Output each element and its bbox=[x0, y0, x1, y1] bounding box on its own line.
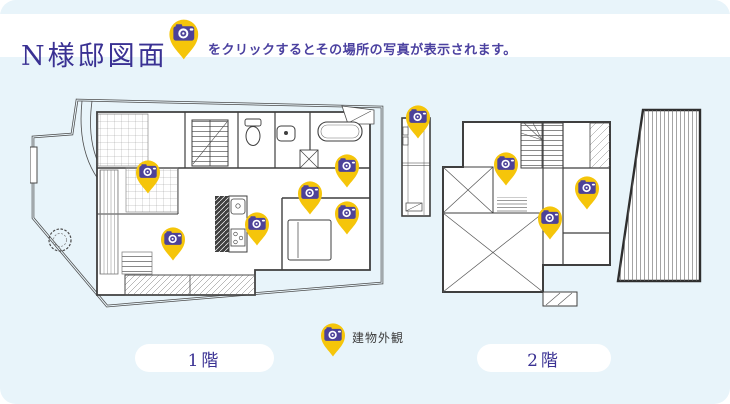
header-band bbox=[0, 14, 730, 57]
camera-pin-1f-1[interactable] bbox=[134, 159, 162, 195]
camera-pin-2f-3[interactable] bbox=[573, 175, 601, 211]
camera-pin-2f-2[interactable] bbox=[492, 151, 520, 187]
camera-pin-exterior[interactable] bbox=[319, 322, 347, 358]
camera-pin-1f-3[interactable] bbox=[243, 211, 271, 247]
floor-label-1f-text: 1階 bbox=[187, 350, 222, 371]
camera-pin-1f-6[interactable] bbox=[333, 200, 361, 236]
page-title: N様邸図面 bbox=[21, 41, 168, 73]
camera-pin-1f-2[interactable] bbox=[159, 226, 187, 262]
camera-pin-1f-4[interactable] bbox=[296, 180, 324, 216]
instruction-text: をクリックするとその場所の写真が表示されます。 bbox=[208, 43, 517, 58]
floor-label-1f: 1階 bbox=[135, 344, 274, 372]
camera-pin-2f-1[interactable] bbox=[404, 104, 432, 140]
floor-label-2f-text: 2階 bbox=[527, 350, 561, 371]
camera-pin-legend[interactable] bbox=[167, 18, 201, 61]
floorplan-second-floor bbox=[401, 108, 702, 307]
exterior-photo-label: 建物外観 bbox=[352, 331, 405, 345]
floor-label-2f: 2階 bbox=[477, 344, 611, 372]
camera-pin-1f-5[interactable] bbox=[333, 153, 361, 189]
camera-pin-2f-4[interactable] bbox=[536, 205, 564, 241]
